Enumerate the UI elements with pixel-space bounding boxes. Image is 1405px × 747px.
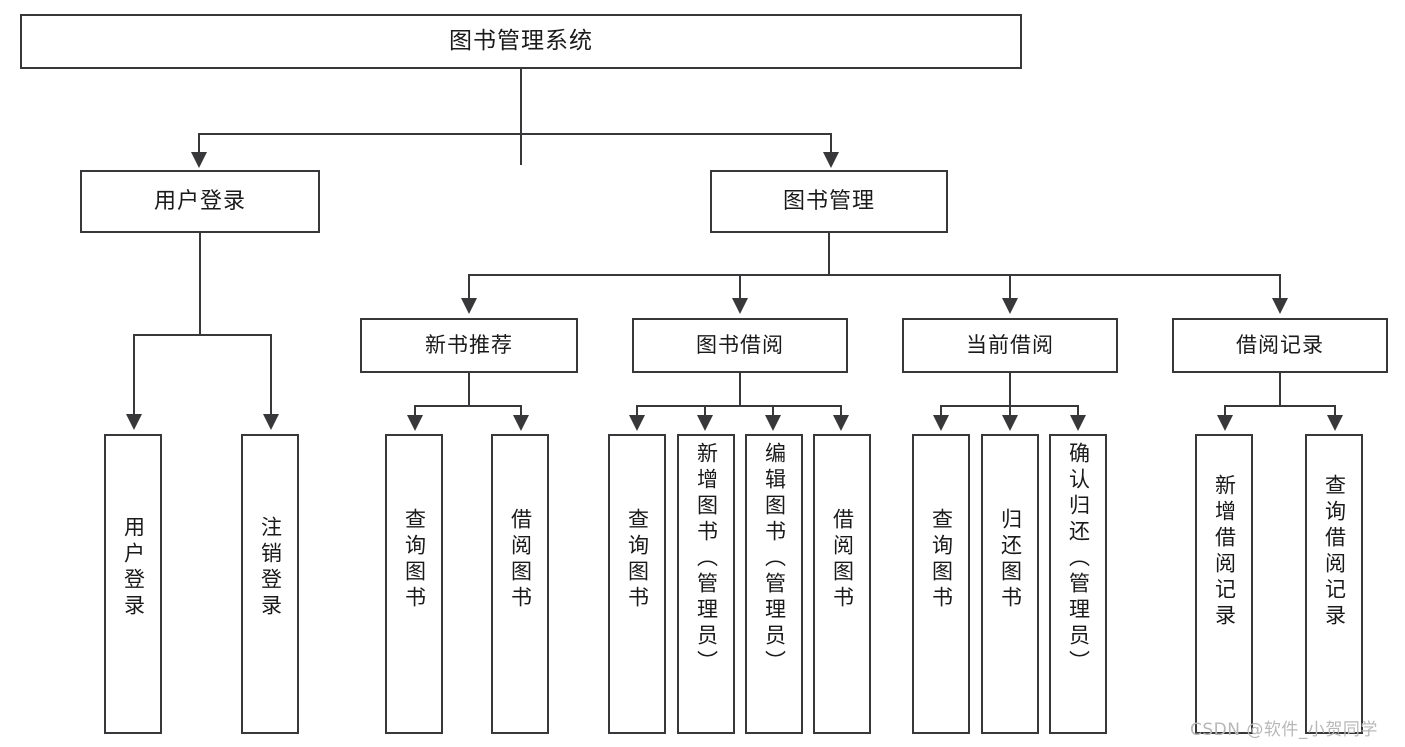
node-label: 当前借阅 (966, 333, 1054, 358)
node-book-borrow[interactable]: 图书借阅 (632, 318, 848, 373)
connector-bookborrow-trunk (739, 373, 741, 406)
connector-borrowrec-trunk (1279, 373, 1281, 406)
node-root-system[interactable]: 图书管理系统 (20, 14, 1022, 69)
connector-cb-l1-drop (940, 405, 942, 417)
arrow-to-leaf-cb-confirm (1070, 415, 1086, 431)
connector-root-bar (198, 133, 832, 135)
node-label: 新增图书（管理员） (694, 442, 719, 676)
node-label: 新增借阅记录 (1212, 474, 1237, 630)
arrow-to-leaf-logout (263, 414, 279, 430)
arrow-to-leaf-br-query (1327, 415, 1343, 431)
connector-br-l1-drop (1224, 405, 1226, 417)
node-label: 图书管理系统 (449, 27, 593, 54)
connector-userlogin-bar (133, 334, 271, 336)
arrow-to-leaf-newbook-borrow (513, 415, 529, 431)
node-label: 借阅图书 (830, 508, 855, 612)
connector-userlogin-leaf2-drop (270, 334, 272, 416)
connector-root-left-drop (198, 133, 200, 153)
connector-newbook-l2-drop (520, 405, 522, 417)
node-label: 用户登录 (153, 188, 246, 214)
arrow-to-book-borrow (732, 298, 748, 314)
node-label: 借阅记录 (1236, 333, 1324, 358)
leaf-bb-borrow-book[interactable]: 借阅图书 (813, 434, 871, 734)
connector-bm-c3-drop (1009, 274, 1011, 300)
connector-newbook-trunk (468, 373, 470, 406)
node-label: 图书管理 (782, 188, 875, 214)
connector-bb-l4-drop (840, 405, 842, 417)
node-new-book-recommend[interactable]: 新书推荐 (360, 318, 578, 373)
node-label: 图书借阅 (696, 333, 784, 358)
connector-bm-c1-drop (468, 274, 470, 300)
node-label: 编辑图书（管理员） (762, 442, 787, 676)
node-book-management[interactable]: 图书管理 (710, 170, 948, 233)
leaf-newbook-borrow-book[interactable]: 借阅图书 (491, 434, 549, 734)
connector-userlogin-leaf1-drop (133, 334, 135, 416)
connector-bookborrow-bar (636, 405, 842, 407)
leaf-user-login[interactable]: 用户登录 (104, 434, 162, 734)
connector-newbook-bar (414, 405, 522, 407)
arrow-to-user-login (191, 152, 207, 168)
node-label: 新书推荐 (425, 333, 513, 358)
leaf-cb-query-book[interactable]: 查询图书 (912, 434, 970, 734)
connector-newbook-l1-drop (414, 405, 416, 417)
connector-root-trunk (520, 69, 522, 165)
arrow-to-leaf-bb-borrow (833, 415, 849, 431)
leaf-cb-return-book[interactable]: 归还图书 (981, 434, 1039, 734)
node-label: 查询图书 (402, 508, 427, 612)
arrow-to-leaf-br-add (1217, 415, 1233, 431)
leaf-bb-query-book[interactable]: 查询图书 (608, 434, 666, 734)
connector-bm-c2-drop (739, 274, 741, 300)
connector-userlogin-trunk (199, 233, 201, 335)
connector-borrowrec-bar (1224, 405, 1336, 407)
arrow-to-leaf-newbook-query (407, 415, 423, 431)
connector-bb-l2-drop (704, 405, 706, 417)
node-label: 用户登录 (121, 516, 146, 620)
connector-bm-c4-drop (1279, 274, 1281, 300)
arrow-to-new-book-recommend (461, 298, 477, 314)
arrow-to-leaf-bb-edit (765, 415, 781, 431)
connector-currentborrow-trunk (1009, 373, 1011, 406)
arrow-to-leaf-user-login (126, 414, 142, 430)
node-borrow-records[interactable]: 借阅记录 (1172, 318, 1388, 373)
node-label: 注销登录 (258, 516, 283, 620)
connector-cb-l3-drop (1077, 405, 1079, 417)
arrow-to-current-borrow (1002, 298, 1018, 314)
arrow-to-borrow-records (1272, 298, 1288, 314)
connector-bookmanage-trunk (828, 233, 830, 275)
connector-br-l2-drop (1334, 405, 1336, 417)
connector-bb-l3-drop (772, 405, 774, 417)
connector-bookmanage-bar (468, 274, 1280, 276)
arrow-to-leaf-cb-return (1002, 415, 1018, 431)
node-label: 确认归还（管理员） (1066, 442, 1091, 676)
arrow-to-leaf-bb-add (697, 415, 713, 431)
leaf-newbook-query-book[interactable]: 查询图书 (385, 434, 443, 734)
node-label: 归还图书 (998, 508, 1023, 612)
node-label: 借阅图书 (508, 508, 533, 612)
node-label: 查询图书 (625, 508, 650, 612)
leaf-logout[interactable]: 注销登录 (241, 434, 299, 734)
leaf-bb-add-book-admin[interactable]: 新增图书（管理员） (677, 434, 735, 734)
leaf-br-query-record[interactable]: 查询借阅记录 (1305, 434, 1363, 734)
node-user-login[interactable]: 用户登录 (80, 170, 320, 233)
connector-root-right-drop (830, 133, 832, 153)
arrow-to-leaf-cb-query (933, 415, 949, 431)
leaf-cb-confirm-return-admin[interactable]: 确认归还（管理员） (1049, 434, 1107, 734)
leaf-bb-edit-book-admin[interactable]: 编辑图书（管理员） (745, 434, 803, 734)
connector-cb-l2-drop (1009, 405, 1011, 417)
leaf-br-add-record[interactable]: 新增借阅记录 (1195, 434, 1253, 734)
connector-bb-l1-drop (636, 405, 638, 417)
node-current-borrow[interactable]: 当前借阅 (902, 318, 1118, 373)
arrow-to-book-manage (823, 152, 839, 168)
node-label: 查询借阅记录 (1322, 474, 1347, 630)
arrow-to-leaf-bb-query (629, 415, 645, 431)
node-label: 查询图书 (929, 508, 954, 612)
